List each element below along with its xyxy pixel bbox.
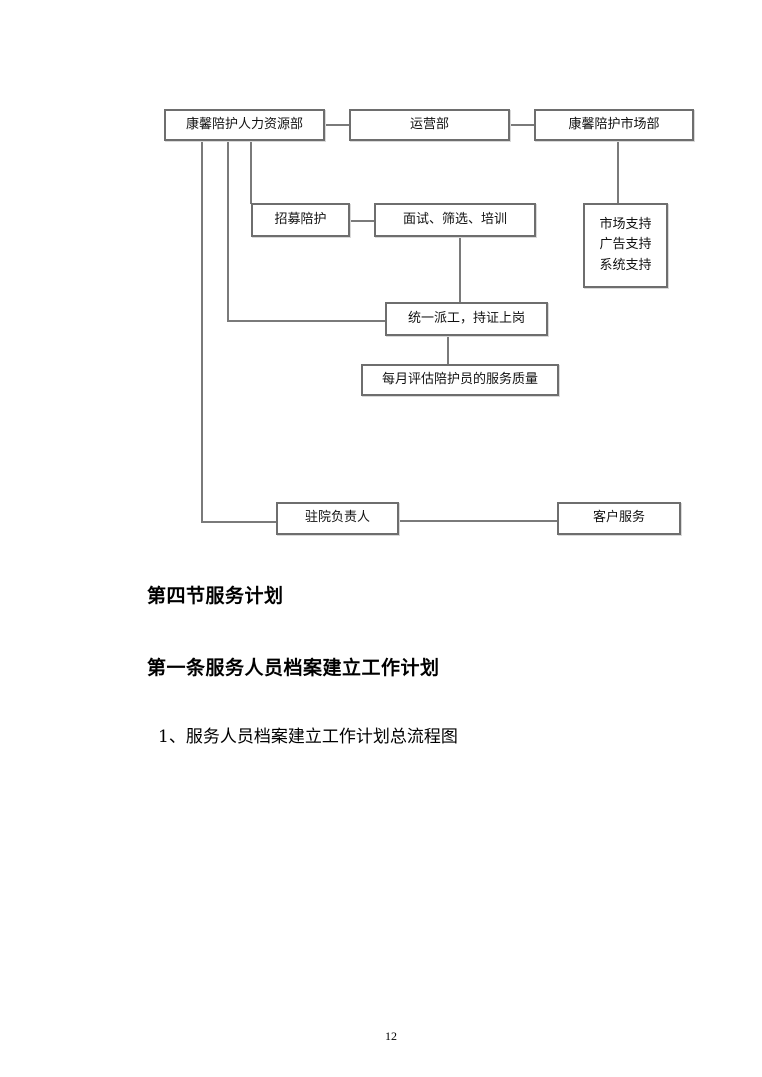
- connector-onsite-customer: [398, 520, 558, 522]
- recruit-label: 招募陪护: [274, 211, 327, 227]
- monthly-evaluation-box: 每月评估陪护员的服务质量: [361, 364, 559, 396]
- connector-market-support: [617, 140, 619, 204]
- onsite-manager-box: 驻院负责人: [276, 502, 399, 535]
- monthly-evaluation-label: 每月评估陪护员的服务质量: [381, 371, 538, 387]
- onsite-manager-label: 驻院负责人: [304, 510, 370, 526]
- page-number: 12: [385, 1029, 397, 1043]
- connector-interview-dispatch: [459, 236, 461, 303]
- dispatch-label: 统一派工，持证上岗: [407, 310, 525, 326]
- connector-hr-dispatch-vertical: [227, 140, 229, 322]
- connector-recruit-interview: [349, 220, 375, 222]
- connector-dispatch-evaluation: [447, 335, 449, 365]
- market-support-line-1: 市场支持: [599, 217, 652, 233]
- market-support-box: 市场支持 广告支持 系统支持: [583, 203, 668, 288]
- item-1-text: 1、服务人员档案建立工作计划总流程图: [158, 727, 458, 747]
- article-title: 第一条服务人员档案建立工作计划: [147, 657, 440, 679]
- connector-hr-operations: [324, 124, 350, 126]
- market-support-line-3: 系统支持: [599, 257, 652, 273]
- customer-service-box: 客户服务: [557, 502, 681, 535]
- operations-department-box: 运营部: [349, 109, 510, 141]
- interview-label: 面试、筛选、培训: [402, 211, 507, 227]
- connector-operations-market: [509, 124, 535, 126]
- hr-department-box: 康馨陪护人力资源部: [164, 109, 325, 141]
- market-department-box: 康馨陪护市场部: [534, 109, 694, 141]
- connector-hr-recruit: [250, 140, 252, 204]
- connector-hr-onsite-vertical: [201, 140, 203, 523]
- connector-hr-onsite-horizontal: [201, 521, 277, 523]
- hr-department-label: 康馨陪护人力资源部: [185, 116, 303, 132]
- interview-box: 面试、筛选、培训: [374, 203, 536, 237]
- dispatch-box: 统一派工，持证上岗: [385, 302, 548, 336]
- customer-service-label: 客户服务: [592, 510, 645, 526]
- section-title: 第四节服务计划: [147, 585, 284, 607]
- recruit-box: 招募陪护: [251, 203, 350, 237]
- market-department-label: 康馨陪护市场部: [568, 116, 660, 132]
- connector-hr-dispatch-horizontal: [227, 320, 385, 322]
- operations-department-label: 运营部: [409, 116, 449, 132]
- market-support-line-2: 广告支持: [599, 237, 652, 253]
